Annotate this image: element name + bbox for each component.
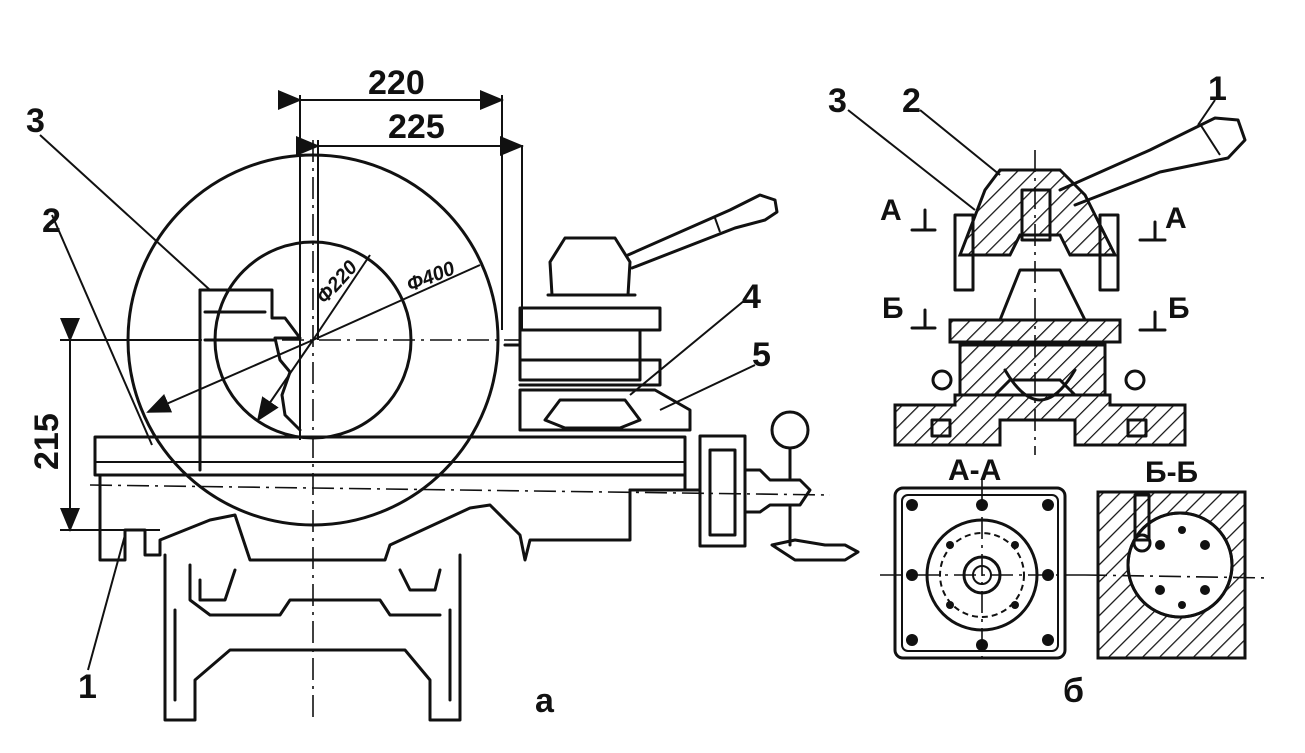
- leader-5: [659, 364, 756, 411]
- toolpost-body: [518, 328, 642, 382]
- tool-holder-left: [198, 288, 302, 432]
- label-3: 3: [26, 102, 45, 140]
- toolpost-lever: [626, 193, 779, 270]
- caption-b: б: [1063, 672, 1084, 710]
- section-a-left-text: А: [880, 194, 902, 227]
- section-aa-title: А-А: [948, 454, 1001, 487]
- screw-axis-line: [89, 484, 831, 496]
- section-bb-title: Б-Б: [1145, 456, 1198, 489]
- handwheel-hub: [698, 434, 747, 548]
- cone: [998, 268, 1087, 322]
- dia-220-leader: [312, 254, 371, 341]
- label-1: 1: [78, 668, 97, 706]
- label-b-2: 2: [902, 82, 921, 120]
- leader-b-1: [1197, 99, 1216, 126]
- leader-4: [629, 299, 746, 396]
- dim-220-text: 220: [368, 64, 425, 102]
- leader-1: [87, 534, 126, 671]
- toolpost-plate: [518, 306, 662, 332]
- dia-220-text: Φ220: [312, 257, 362, 309]
- caption-a: а: [535, 682, 555, 720]
- label-5: 5: [752, 336, 771, 374]
- dim-215-text: 215: [28, 413, 66, 470]
- bolt-left: [953, 213, 975, 292]
- label-b-3: 3: [828, 82, 847, 120]
- ball-joint: [1003, 368, 1077, 402]
- section-a-right-text: А: [1165, 202, 1187, 235]
- dia-400-leader-left: [146, 339, 314, 413]
- toolpost-head: [548, 236, 632, 297]
- lower-body-section: [958, 343, 1107, 397]
- carriage: [98, 473, 632, 562]
- dia-220-leader-left: [256, 339, 314, 422]
- toolpost-slide: [518, 388, 692, 432]
- label-2: 2: [42, 202, 61, 240]
- leader-b-3: [847, 109, 976, 211]
- section-bb: [1084, 490, 1271, 660]
- leader-b-2: [919, 109, 1001, 176]
- dimension-225: [296, 136, 524, 340]
- dia-400-leader: [312, 264, 481, 341]
- handle-knob-top: [770, 410, 810, 450]
- dia-400-text: Φ400: [404, 258, 458, 297]
- section-b-left-text: Б: [882, 292, 904, 325]
- label-b-1: 1: [1208, 70, 1227, 108]
- view-a: 220 225 215 Φ220 Φ400 3 2 4 5 1 а: [26, 64, 860, 722]
- head-section: [957, 168, 1118, 257]
- leader-3: [39, 134, 211, 291]
- section-aa: [880, 480, 1085, 665]
- clamp-lever: [1058, 116, 1247, 207]
- base-section: [893, 393, 1187, 447]
- dim-225-text: 225: [388, 108, 445, 146]
- bolt-right: [1098, 213, 1120, 292]
- label-4: 4: [742, 278, 761, 316]
- cross-slide: [93, 435, 687, 477]
- handle-crank: [743, 468, 812, 514]
- section-b-right-text: Б: [1168, 292, 1190, 325]
- lathe-bed: [163, 553, 462, 722]
- leader-2: [51, 214, 153, 446]
- view-b: 3 2 1 А А Б Б: [828, 70, 1271, 710]
- handle-grip-bottom: [770, 538, 860, 562]
